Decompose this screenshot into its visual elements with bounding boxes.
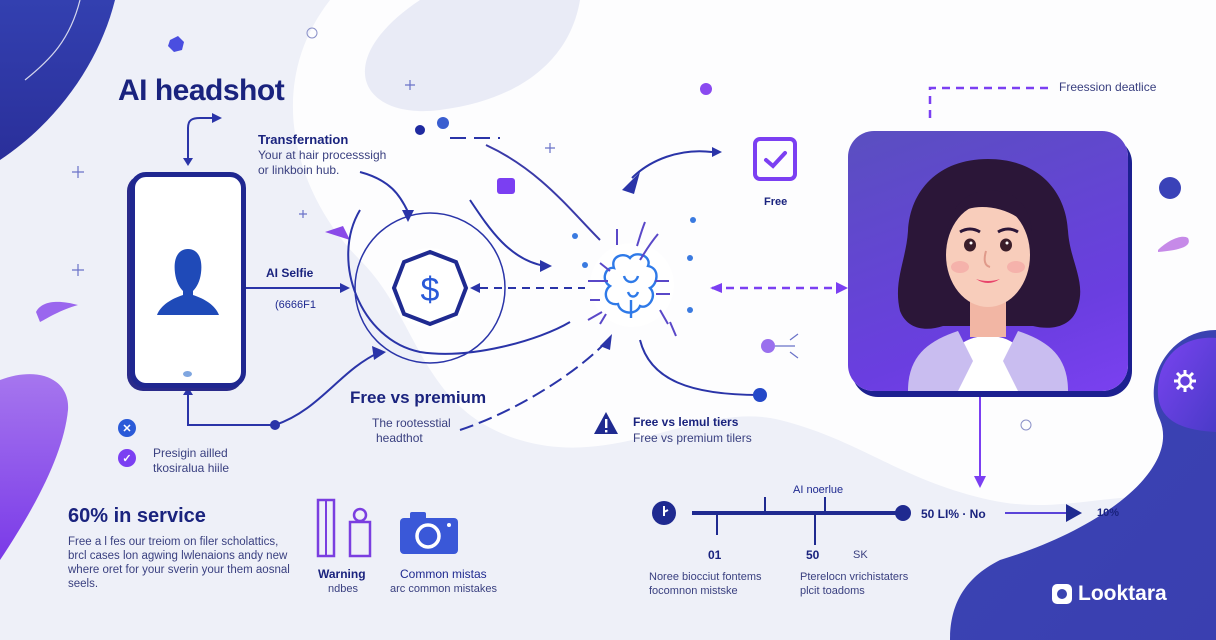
navy-dot xyxy=(1159,177,1181,199)
person-silhouette-icon xyxy=(157,249,219,315)
purple-blob-right xyxy=(1157,337,1216,432)
timeline-end-label: 50 LI% · No xyxy=(921,507,986,521)
timeline xyxy=(652,497,1082,545)
brand-name: Looktara xyxy=(1078,582,1167,605)
phone-person-icon xyxy=(316,498,372,558)
phone-home-dot xyxy=(183,371,192,377)
free-vs-premium-body-2: headthot xyxy=(376,431,423,445)
session-callout-line xyxy=(928,86,1050,118)
connector-dot xyxy=(270,420,280,430)
free-vs-premium-body-1: The rootesstial xyxy=(372,416,451,430)
selfie-label: AI Selfie xyxy=(266,266,314,280)
session-callout: Freession deatlice xyxy=(1059,80,1157,94)
navy-blob-top-left xyxy=(0,0,115,160)
warning-tiers-heading: Free vs lemul tiers xyxy=(633,415,739,429)
ai-brain-icon xyxy=(590,243,674,327)
camera-icon xyxy=(400,512,458,554)
stat-heading: 60% in service xyxy=(68,505,206,527)
warning-icon xyxy=(594,412,618,434)
transformation-body-2: or linkboin hub. xyxy=(258,163,340,177)
timeline-tick-50: 50 xyxy=(806,548,820,562)
gear-icon[interactable] xyxy=(1172,368,1198,394)
navy-blob-bottom-right xyxy=(950,330,1216,640)
icon-camera-title: Common mistas xyxy=(400,567,487,581)
sparkle-group xyxy=(72,80,555,276)
purple-blob-left xyxy=(0,374,69,560)
purple-dot xyxy=(700,83,712,95)
purple-triangle xyxy=(325,226,350,240)
icon-warning-sub: ndbes xyxy=(328,583,358,595)
check-badge-icon: ✓ xyxy=(118,449,136,467)
badge-text-2: tkosiralua hiile xyxy=(153,461,230,475)
free-label: Free xyxy=(764,196,788,208)
connector-dot-right xyxy=(753,388,767,402)
timeline-caption-left-2: focomnon mistske xyxy=(649,585,738,597)
check-icon xyxy=(764,151,787,169)
arrow-head-purple-left xyxy=(710,283,722,293)
target-decor xyxy=(306,27,318,39)
timeline-caption-right-1: Pterelocn vrichistaters xyxy=(800,571,909,583)
arrow-head-purple xyxy=(836,282,848,294)
woman-headshot-illustration xyxy=(897,159,1081,391)
brain-dots xyxy=(572,217,696,313)
connectors xyxy=(187,117,981,480)
cross-badge-icon: ✕ xyxy=(118,419,136,437)
icon-warning-title: Warning xyxy=(318,567,366,581)
badge-text-1: Presigin ailled xyxy=(153,446,228,460)
connector-dot-top xyxy=(437,117,449,129)
blob-curve-line xyxy=(24,0,81,81)
free-checkbox[interactable] xyxy=(753,137,797,181)
page-title: AI headshot xyxy=(118,74,285,107)
dollar-badge xyxy=(391,249,469,327)
brain-rays xyxy=(587,221,677,337)
selfie-code: (6666F1 xyxy=(275,299,316,311)
target-decor-right xyxy=(1020,419,1032,431)
arrow-head-down xyxy=(974,476,986,488)
headshot-portrait xyxy=(848,131,1128,391)
brand-logo[interactable]: Looktara xyxy=(1052,582,1167,606)
hexagon-decor xyxy=(168,36,184,52)
soft-blob xyxy=(364,0,580,112)
transformation-heading: Transfernation xyxy=(258,132,349,147)
navy-dot-small xyxy=(415,125,425,135)
timeline-final-label: 10% xyxy=(1097,507,1120,519)
timeline-end-dot xyxy=(895,505,911,521)
looktara-logo-icon xyxy=(1052,584,1072,604)
transformation-body-1: Your at hair processsigh xyxy=(258,148,387,162)
dollar-icon: $ xyxy=(421,271,440,309)
stat-body: Free a l fes our treiom on filer scholat… xyxy=(68,536,290,590)
timeline-caption-right-2: plcit toadoms xyxy=(800,585,865,597)
free-vs-premium-heading: Free vs premium xyxy=(350,388,487,407)
warning-tiers-body: Free vs premium tilers xyxy=(633,431,752,445)
ring xyxy=(354,212,506,364)
phone-mockup xyxy=(130,172,246,388)
arrow-heads xyxy=(183,113,722,395)
purple-drop-left xyxy=(36,301,78,322)
timeline-top-label: AI noerlue xyxy=(793,484,844,496)
robot-face-icon xyxy=(497,178,515,194)
pink-drop xyxy=(1158,236,1189,252)
burst-decor xyxy=(775,333,799,359)
timeline-tick-01: 01 xyxy=(708,548,722,562)
timeline-tick-sk: SK xyxy=(853,549,868,561)
purple-connector-dot xyxy=(761,339,775,353)
timeline-caption-left-1: Noree biocciut fontems xyxy=(649,571,762,583)
icon-camera-sub: arc common mistakes xyxy=(390,583,497,595)
